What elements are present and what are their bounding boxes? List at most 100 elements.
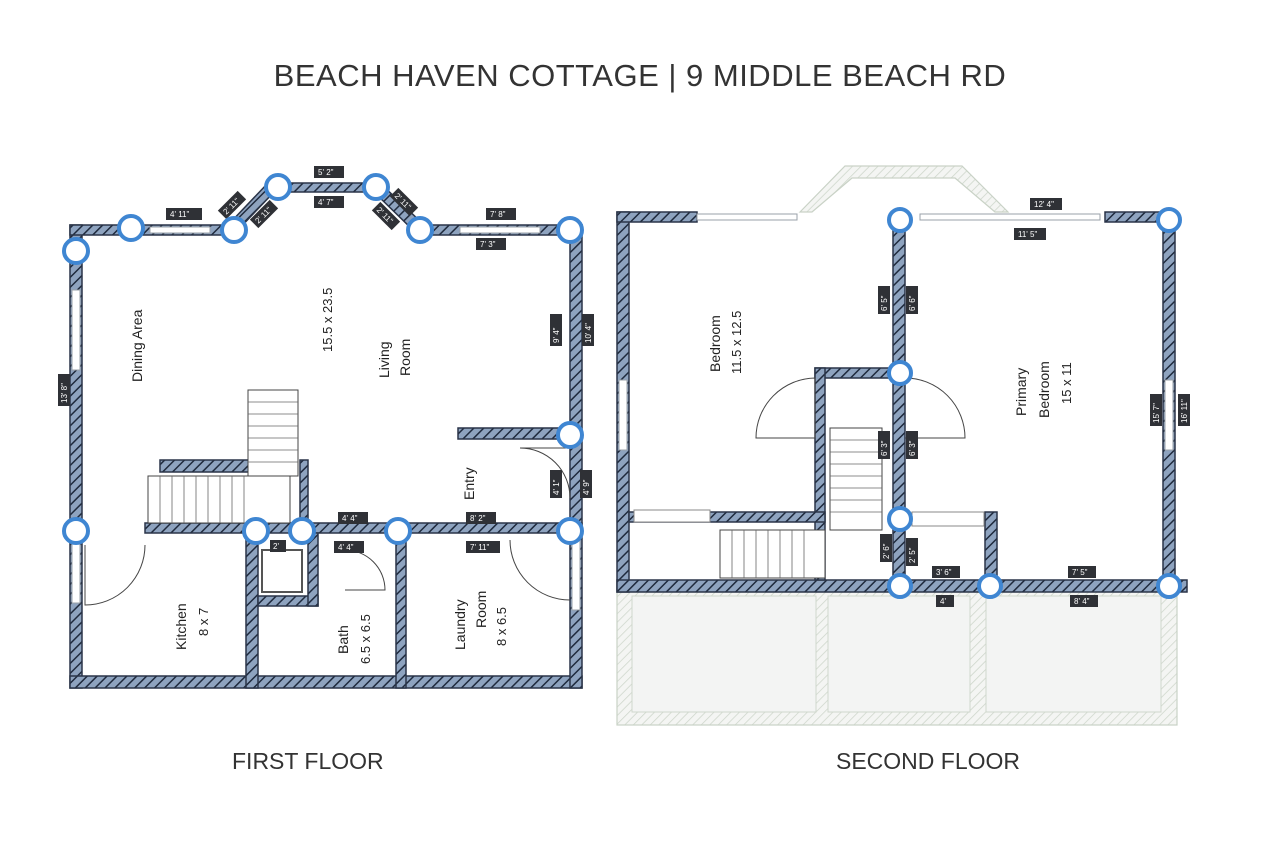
room-label-kitchen: Kitchen	[173, 603, 189, 650]
window	[149, 226, 211, 234]
room-label-primary: Primary	[1013, 368, 1029, 416]
corner-node[interactable]	[887, 360, 913, 386]
dim-label: 6' 3"	[880, 440, 889, 456]
dim-label: 4' 1"	[552, 479, 561, 495]
door-swing	[904, 377, 966, 439]
floor-label-second: SECOND FLOOR	[836, 748, 1021, 774]
dim-label: 7' 3"	[480, 240, 496, 249]
dim-label: 7' 5"	[1072, 568, 1088, 577]
corner-node[interactable]	[977, 573, 1003, 599]
room-label-primary-2: Bedroom	[1036, 361, 1052, 418]
corner-node[interactable]	[62, 237, 90, 265]
staircase-upper	[247, 389, 299, 477]
plan-title: BEACH HAVEN COTTAGE | 9 MIDDLE BEACH RD	[273, 58, 1007, 93]
wall	[814, 367, 826, 581]
window	[1164, 379, 1174, 451]
room-label-entry: Entry	[461, 467, 477, 500]
room-dims-bath: 6.5 x 6.5	[358, 614, 373, 664]
window	[618, 379, 628, 451]
roof-panel	[631, 595, 817, 713]
dim-label: 13' 8"	[60, 383, 69, 403]
room-dims-primary: 15 x 11	[1059, 362, 1074, 404]
corner-node[interactable]	[406, 216, 434, 244]
room-label-living: Living	[376, 341, 392, 378]
door-swing	[84, 544, 146, 606]
corner-node[interactable]	[362, 173, 390, 201]
dim-label: 2' 6"	[882, 543, 891, 559]
corner-nodes	[887, 207, 1182, 599]
wall	[307, 532, 319, 607]
roof-panel	[827, 595, 971, 713]
roof-outline	[798, 165, 1010, 213]
room-label-bedroom: Bedroom	[707, 315, 723, 372]
wall	[299, 459, 309, 527]
corner-node[interactable]	[556, 421, 584, 449]
corner-node[interactable]	[887, 506, 913, 532]
room-label-laundry: Laundry	[452, 599, 468, 650]
room-label-laundry-2: Room	[473, 591, 489, 628]
floor-label-first: FIRST FLOOR	[232, 748, 384, 774]
window	[919, 213, 1101, 221]
room-dims-laundry: 8 x 6.5	[494, 607, 509, 646]
wall	[569, 224, 583, 689]
wall	[628, 511, 826, 523]
dim-label: 11' 5"	[1018, 230, 1038, 239]
door-swing	[519, 447, 571, 499]
shelf	[633, 509, 711, 523]
corner-node[interactable]	[117, 214, 145, 242]
dim-label: 4'	[940, 597, 946, 606]
dim-label: 4' 9"	[582, 479, 591, 495]
wall	[457, 427, 573, 440]
dim-label: 7' 11"	[470, 543, 490, 552]
dim-label: 3' 6"	[936, 568, 952, 577]
wall	[814, 367, 896, 379]
dim-label: 8' 4"	[1074, 597, 1090, 606]
second-floor-plan: 12' 4" 11' 5" 6' 5" 6' 6" 6' 3" 6' 3" 15…	[616, 165, 1190, 726]
corner-node[interactable]	[887, 207, 913, 233]
corner-node[interactable]	[62, 517, 90, 545]
room-label-bath: Bath	[335, 625, 351, 654]
corner-node[interactable]	[384, 517, 412, 545]
corner-node[interactable]	[220, 216, 248, 244]
dimension-tags: 12' 4" 11' 5" 6' 5" 6' 6" 6' 3" 6' 3" 15…	[878, 198, 1190, 607]
corner-node[interactable]	[887, 573, 913, 599]
dim-label: 8' 2"	[470, 514, 486, 523]
window	[696, 213, 798, 221]
dim-label: 2'	[273, 542, 279, 551]
dim-label: 4' 11"	[170, 210, 190, 219]
corner-node[interactable]	[556, 216, 584, 244]
dimension-tags: 4' 11" 2' 11" 2' 11" 5' 2" 4' 7" 2' 11" …	[58, 166, 594, 553]
first-floor-plan: 4' 11" 2' 11" 2' 11" 5' 2" 4' 7" 2' 11" …	[58, 166, 594, 689]
wall	[245, 522, 259, 689]
dim-label: 12' 4"	[1034, 200, 1054, 209]
staircase	[147, 475, 291, 524]
corner-node[interactable]	[556, 517, 584, 545]
corner-node[interactable]	[288, 517, 316, 545]
dim-label: 2' 5"	[908, 547, 917, 563]
wall	[616, 211, 698, 223]
wall	[159, 459, 256, 473]
corner-node[interactable]	[1156, 207, 1182, 233]
dim-label: 9' 4"	[552, 327, 561, 343]
stair-treads	[159, 476, 245, 523]
dim-label: 6' 5"	[880, 295, 889, 311]
window	[571, 539, 581, 611]
dim-label: 6' 3"	[908, 440, 917, 456]
window	[459, 226, 541, 234]
corner-node[interactable]	[1156, 573, 1182, 599]
dim-label: 7' 8"	[490, 210, 506, 219]
wall	[69, 675, 583, 689]
staircase	[829, 427, 883, 531]
window	[71, 289, 81, 371]
corner-node[interactable]	[242, 517, 270, 545]
corner-nodes	[62, 173, 584, 545]
wall	[892, 221, 906, 593]
dim-label: 15' 7"	[1152, 403, 1161, 423]
corner-node[interactable]	[264, 173, 292, 201]
wall	[395, 522, 407, 689]
door-swing	[344, 549, 386, 591]
dim-label: 6' 6"	[908, 295, 917, 311]
dim-label: 5' 2"	[318, 168, 334, 177]
room-dims-living: 15.5 x 23.5	[320, 288, 335, 352]
